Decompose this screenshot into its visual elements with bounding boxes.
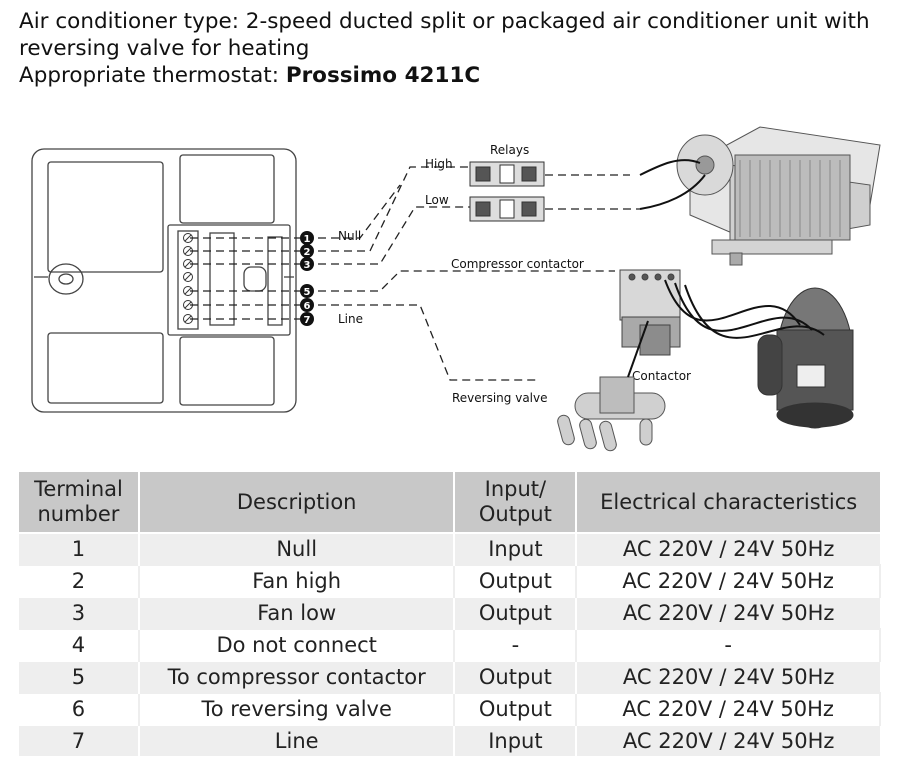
cell-electrical: - — [576, 628, 881, 661]
dashed-wiring — [190, 166, 640, 381]
cell-description: Line — [138, 724, 456, 756]
cell-terminal: 2 — [19, 564, 140, 597]
heading-line-2: reversing valve for heating — [19, 36, 310, 61]
header-io-line-2: Output — [478, 502, 552, 526]
relay-low-icon — [469, 196, 545, 222]
cell-electrical: AC 220V / 24V 50Hz — [576, 660, 880, 693]
heading: Air conditioner type: 2-speed ducted spl… — [19, 8, 889, 89]
terminal-screws — [183, 233, 193, 324]
relay-high-icon — [469, 161, 545, 187]
cell-terminal: 6 — [19, 692, 140, 725]
thermostat-base — [31, 148, 297, 413]
air-handler-unit-icon — [676, 126, 881, 266]
heading-line-1: Air conditioner type: 2-speed ducted spl… — [19, 9, 870, 34]
compressor-icon — [757, 287, 854, 429]
cell-electrical: AC 220V / 24V 50Hz — [576, 692, 881, 725]
header-terminal-line-1: Terminal — [34, 477, 123, 501]
cell-description: Fan high — [138, 564, 456, 597]
terminal-number-1: 1 — [304, 234, 311, 245]
cell-terminal: 1 — [19, 532, 140, 565]
cell-description: To reversing valve — [138, 692, 456, 725]
cell-io: Output — [454, 596, 578, 629]
terminal-number-7: 7 — [304, 315, 311, 326]
contactor-icon — [619, 269, 681, 356]
cell-io: Input — [454, 532, 578, 565]
label-line: Line — [338, 312, 363, 326]
cell-terminal: 7 — [19, 724, 140, 756]
cell-io: - — [454, 628, 578, 661]
cell-electrical: AC 220V / 24V 50Hz — [576, 724, 880, 756]
terminal-badges: 1 2 3 5 6 7 — [300, 231, 314, 326]
wiring-diagram: 1 2 3 5 6 7 Null Line High Low Relays Co… — [31, 126, 881, 452]
power-wiring — [627, 159, 825, 378]
header-io-line-1: Input/ — [484, 477, 547, 501]
cell-description: Fan low — [138, 596, 456, 629]
terminal-number-6: 6 — [304, 301, 311, 312]
cell-io: Output — [454, 564, 578, 597]
terminal-badge-2 — [300, 244, 314, 258]
thermostat-prefix: Appropriate thermostat: — [19, 63, 286, 88]
label-relays: Relays — [490, 143, 529, 157]
cell-io: Input — [454, 724, 578, 756]
terminal-badge-3 — [300, 257, 314, 271]
cell-terminal: 4 — [19, 628, 140, 661]
label-null: Null — [338, 229, 361, 243]
cell-electrical: AC 220V / 24V 50Hz — [576, 532, 880, 565]
cell-description: To compressor contactor — [138, 660, 456, 693]
cell-description: Do not connect — [138, 628, 456, 661]
thermostat-line: Appropriate thermostat: Prossimo 4211C — [19, 62, 889, 89]
header-terminal-line-2: number — [37, 502, 120, 526]
label-high: High — [425, 157, 453, 171]
terminal-number-2: 2 — [304, 247, 311, 258]
cell-terminal: 5 — [19, 660, 140, 693]
terminal-number-3: 3 — [304, 260, 311, 271]
label-low: Low — [425, 193, 449, 207]
label-compressor-contactor: Compressor contactor — [451, 257, 584, 271]
header-electrical: Electrical characteristics — [576, 472, 880, 533]
terminal-badge-5 — [300, 284, 314, 298]
cell-description: Null — [138, 532, 456, 565]
cell-terminal: 3 — [19, 596, 140, 629]
cell-io: Output — [454, 660, 578, 693]
terminal-badge-6 — [300, 298, 314, 312]
header-input-output: Input/Output — [454, 472, 578, 533]
terminal-number-5: 5 — [304, 287, 311, 298]
label-reversing-valve: Reversing valve — [452, 391, 548, 405]
header-description: Description — [138, 472, 456, 533]
cell-electrical: AC 220V / 24V 50Hz — [576, 564, 881, 597]
cell-electrical: AC 220V / 24V 50Hz — [576, 596, 880, 629]
terminal-badge-7 — [300, 312, 314, 326]
terminal-badge-1 — [300, 231, 314, 245]
reversing-valve-icon — [557, 376, 666, 452]
label-contactor: Contactor — [632, 369, 691, 383]
thermostat-model: Prossimo 4211C — [285, 63, 481, 88]
cell-io: Output — [454, 692, 578, 725]
